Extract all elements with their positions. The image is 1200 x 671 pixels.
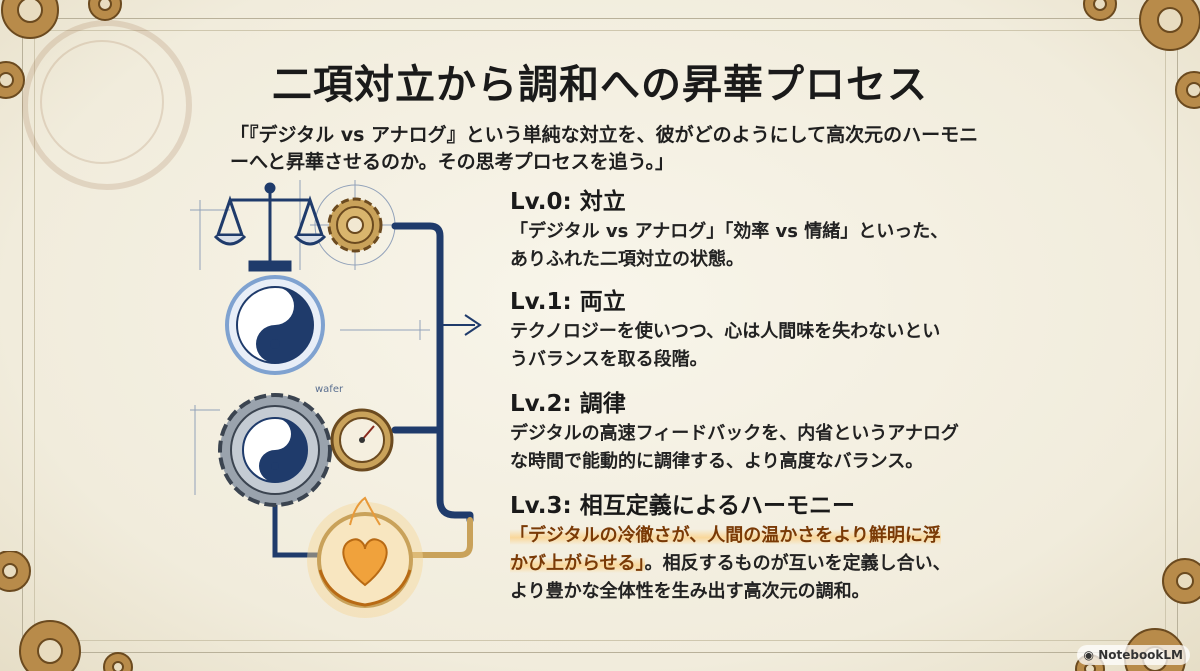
sketch-label: wafer [315,384,344,395]
level-2-desc: デジタルの高速フィードバックを、内省というアナログ な時間で能動的に調律する、よ… [510,423,959,472]
level-0-title: Lv.0: 対立 [510,189,626,215]
notebooklm-icon: ◉ [1083,648,1099,662]
level-3-desc-rest: 。相反するものが互いを定義し合い、 より豊かな全体性を生み出す高次元の調和。 [510,553,951,602]
pressure-gauge-icon [330,408,394,472]
corner-gears-top-left [0,0,122,99]
notebooklm-label: NotebookLM [1098,648,1183,662]
slide-subtitle: 「『デジタル vs アナログ』という単純な対立を、彼がどのようにして高次元のハー… [230,124,979,173]
level-1-desc: テクノロジーを使いつつ、心は人間味を失わないとい うバランスを取る段階。 [510,321,941,370]
level-3-title: Lv.3: 相互定義によるハーモニー [510,493,856,519]
notebooklm-badge[interactable]: ◉ NotebookLM [1076,645,1190,665]
level-1: Lv.1: 両立 テクノロジーを使いつつ、心は人間味を失わないとい うバランスを… [510,286,1070,374]
heart-hands-icon [307,496,423,618]
coffee-stain [22,20,192,190]
level-0: Lv.0: 対立 「デジタル vs アナログ」「効率 vs 情緒」といった、 あ… [510,186,1070,274]
frame-line-outer [22,18,1178,653]
level-3: Lv.3: 相互定義によるハーモニー 「デジタルの冷徹さが、人間の温かさをより鮮… [510,490,1070,606]
level-1-title: Lv.1: 両立 [510,289,626,315]
yin-yang-icon [225,275,325,375]
yin-yang-gear-icon [218,393,332,507]
frame-line-inner [34,30,1166,641]
corner-gears-top-right [1083,0,1200,109]
gear-icon [327,197,383,253]
level-0-desc: 「デジタル vs アナログ」「効率 vs 情緒」といった、 ありふれた二項対立の… [510,221,949,270]
balance-scale-icon [213,182,327,272]
level-2-title: Lv.2: 調律 [510,391,626,417]
arrow-right-icon [440,314,482,336]
corner-gears-bottom-left [0,551,133,671]
coffee-stain-inner [40,40,164,164]
level-2: Lv.2: 調律 デジタルの高速フィードバックを、内省というアナログ な時間で能… [510,388,1070,476]
process-illustration: wafer [190,180,482,618]
slide-title: 二項対立から調和への昇華プロセス [272,62,928,108]
level-3-desc: 「デジタルの冷徹さが、人間の温かさをより鮮明に浮 かび上がらせる」。相反するもの… [510,522,1070,606]
